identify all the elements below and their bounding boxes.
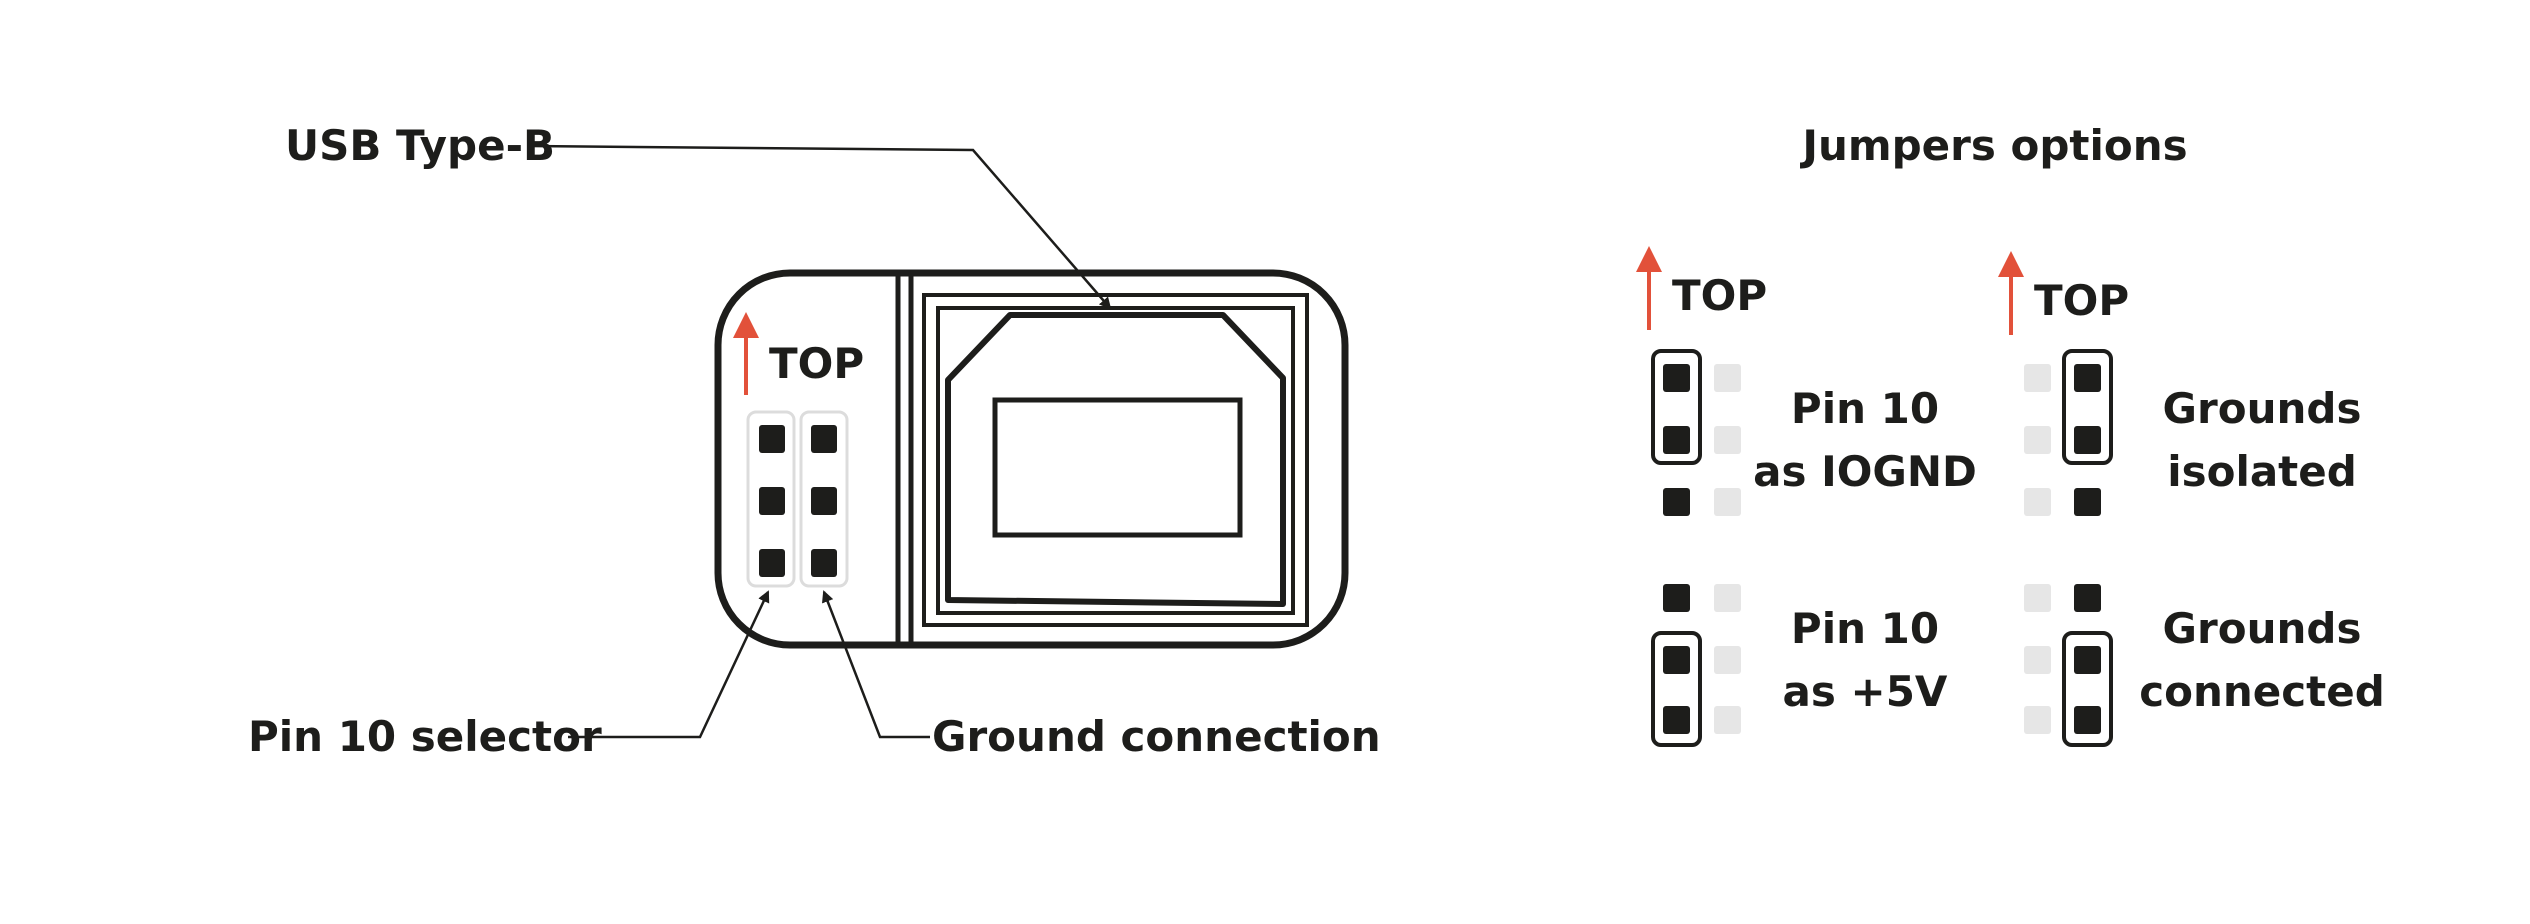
arrow-up-icon [733, 312, 759, 338]
board-diagram: TOP USB Type-B Pin 10 selector Ground co… [248, 121, 1381, 761]
pin-column-selector [746, 410, 796, 588]
board-top-label: TOP [769, 339, 864, 388]
option-4-line1: Grounds [2163, 604, 2362, 653]
option-1-line2: as IOGND [1753, 447, 1977, 496]
jumpers-top-right: TOP [1998, 251, 2129, 335]
board-top-indicator: TOP [733, 312, 864, 395]
callout-ground: Ground connection [822, 590, 1381, 761]
option-grounds-connected: Grounds connected [2024, 584, 2385, 747]
option-pin10-5v: Pin 10 as +5V [1651, 584, 1948, 747]
option-4-line2: connected [2139, 667, 2385, 716]
arrow-up-icon [1636, 246, 1662, 272]
jumpers-top-left-label: TOP [1672, 271, 1767, 320]
label-ground-connection: Ground connection [932, 712, 1381, 761]
pin-column-ground [799, 410, 849, 588]
label-pin-selector: Pin 10 selector [248, 712, 602, 761]
option-grounds-isolated: Grounds isolated [2024, 349, 2362, 516]
callout-usb: USB Type-B [285, 121, 1112, 310]
jumper-options: Jumpers options TOP TOP Pin 10 as IOGND [1636, 121, 2385, 747]
usb-connector [922, 293, 1309, 627]
option-2-line1: Grounds [2163, 384, 2362, 433]
option-2-line2: isolated [2167, 447, 2357, 496]
pin-header [746, 410, 849, 588]
callout-pin-selector: Pin 10 selector [248, 590, 770, 761]
board-outline [714, 269, 1349, 649]
option-3-line1: Pin 10 [1791, 604, 1939, 653]
jumpers-title: Jumpers options [1799, 121, 2187, 170]
option-1-line1: Pin 10 [1791, 384, 1939, 433]
option-3-line2: as +5V [1783, 667, 1948, 716]
option-pin10-iognd: Pin 10 as IOGND [1651, 349, 1977, 516]
jumpers-top-right-label: TOP [2034, 276, 2129, 325]
label-usb-type-b: USB Type-B [285, 121, 555, 170]
jumpers-top-left: TOP [1636, 246, 1767, 330]
arrow-up-icon [1998, 251, 2024, 277]
